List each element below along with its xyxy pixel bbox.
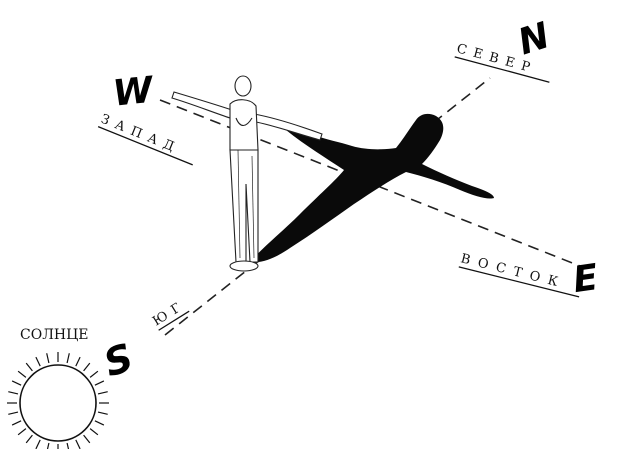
person-shadow	[250, 114, 494, 262]
sun-icon	[7, 352, 109, 449]
south-letter: S	[99, 335, 139, 385]
sun-ray	[76, 357, 80, 366]
sun-ray	[95, 381, 104, 385]
west-letter: W	[111, 69, 157, 114]
north-letter: N	[513, 15, 554, 63]
sun-ray	[18, 371, 26, 377]
east-letter: E	[571, 257, 601, 301]
sun-ray	[26, 435, 32, 443]
person-head	[235, 76, 251, 96]
sun-ray	[8, 412, 18, 414]
sun-ray	[84, 363, 90, 371]
person-feet	[230, 261, 258, 271]
sun-label: СОЛНЦЕ	[20, 327, 89, 343]
sun-ray	[98, 392, 108, 394]
sun-ray	[98, 412, 108, 414]
sun-ray	[90, 371, 98, 377]
sun-ray	[84, 435, 90, 443]
sun-ray	[36, 357, 40, 366]
sun-ray	[95, 421, 104, 425]
sun-ray	[67, 353, 69, 363]
sun-ray	[36, 440, 40, 449]
person-torso	[230, 100, 258, 155]
west-word: ЗАПАД	[99, 112, 183, 158]
sun-ray	[12, 381, 21, 385]
south-word: ЮГ	[150, 298, 189, 330]
person-right-arm	[254, 114, 322, 140]
sun-ray	[67, 443, 69, 449]
sun-ray	[12, 421, 21, 425]
sun-ray	[8, 392, 18, 394]
sun-ray	[76, 440, 80, 449]
sun-ray	[47, 443, 49, 449]
sun-ray	[18, 429, 26, 435]
sun-ray	[90, 429, 98, 435]
sun-ray	[47, 353, 49, 363]
sun-ray	[26, 363, 32, 371]
person-left-arm	[172, 92, 232, 118]
